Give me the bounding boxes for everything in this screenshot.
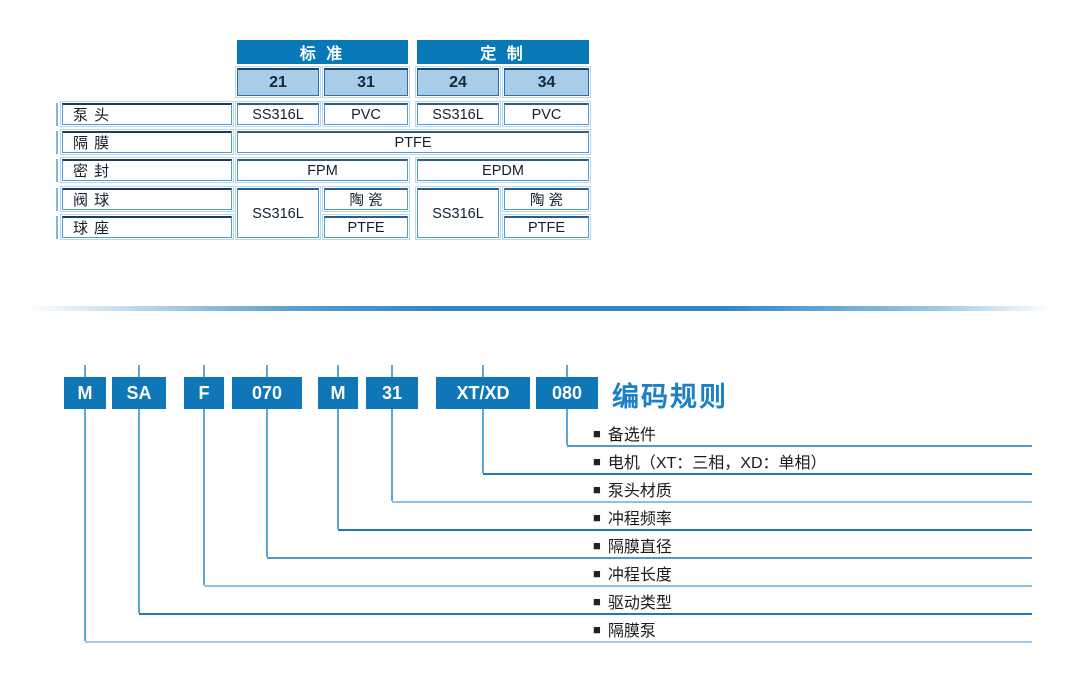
legend-item-options: ■ 备选件 [593, 423, 656, 445]
code-segment-5: M [318, 377, 358, 409]
connector-vline-4 [266, 365, 268, 557]
cell-valve-std-ceramic: 陶 瓷 [321, 185, 411, 213]
connector-hline-8 [85, 641, 1032, 643]
connector-vline-1 [84, 365, 86, 641]
cell-valve-cus-metal: SS316L [414, 185, 502, 241]
legend-label: 电机（XT：三相，XD：单相） [607, 455, 827, 472]
row-label-ball-seat: 球 座 [56, 213, 235, 241]
code-segment-7: XT/XD [436, 377, 530, 409]
code-segment-6: 31 [366, 377, 418, 409]
legend-item-diaphragm-pump: ■ 隔膜泵 [593, 619, 656, 641]
code-segment-8: 080 [536, 377, 598, 409]
legend-item-diaphragm-diameter: ■ 隔膜直径 [593, 535, 672, 557]
row-label-seal: 密 封 [56, 156, 235, 184]
square-bullet-icon: ■ [593, 537, 601, 553]
legend-label: 泵头材质 [607, 483, 672, 500]
cell-valve-std-metal: SS316L [234, 185, 322, 241]
code-segment-3: F [184, 377, 224, 409]
table-code-34: 34 [501, 65, 592, 99]
section-divider [28, 306, 1051, 311]
legend-item-pump-head-material: ■ 泵头材质 [593, 479, 672, 501]
legend-label: 冲程频率 [607, 511, 672, 528]
code-segment-4: 070 [232, 377, 302, 409]
square-bullet-icon: ■ [593, 425, 601, 441]
square-bullet-icon: ■ [593, 565, 601, 581]
row-label-diaphragm: 隔 膜 [56, 128, 235, 156]
cell-seat-std-ptfe: PTFE [321, 213, 411, 241]
legend-item-stroke-length: ■ 冲程长度 [593, 563, 672, 585]
coding-rule-title: 编码规则 [612, 382, 728, 412]
connector-vline-2 [138, 365, 140, 613]
code-segment-1: M [64, 377, 106, 409]
code-segment-2: SA [112, 377, 166, 409]
row-label-pump-head: 泵 头 [56, 100, 235, 128]
table-header-standard: 标 准 [237, 40, 408, 64]
legend-item-stroke-frequency: ■ 冲程频率 [593, 507, 672, 529]
connector-hline-7 [139, 613, 1032, 615]
cell-pump-head-24: SS316L [414, 100, 502, 128]
legend-label: 隔膜泵 [607, 623, 656, 640]
legend-item-motor: ■ 电机（XT：三相，XD：单相） [593, 451, 827, 473]
connector-vline-5 [337, 365, 339, 529]
connector-vline-7 [482, 365, 484, 473]
connector-hline-6 [204, 585, 1032, 587]
legend-item-drive-type: ■ 驱动类型 [593, 591, 672, 613]
square-bullet-icon: ■ [593, 481, 601, 497]
connector-hline-3 [392, 501, 1032, 503]
legend-label: 隔膜直径 [607, 539, 672, 556]
square-bullet-icon: ■ [593, 453, 601, 469]
table-code-24: 24 [414, 65, 502, 99]
connector-hline-4 [338, 529, 1032, 531]
cell-pump-head-31: PVC [321, 100, 411, 128]
row-label-valve-ball: 阀 球 [56, 185, 235, 213]
cell-diaphragm-all: PTFE [234, 128, 592, 156]
cell-seal-custom: EPDM [414, 156, 592, 184]
cell-pump-head-21: SS316L [234, 100, 322, 128]
square-bullet-icon: ■ [593, 509, 601, 525]
square-bullet-icon: ■ [593, 593, 601, 609]
cell-pump-head-34: PVC [501, 100, 592, 128]
connector-hline-2 [483, 473, 1032, 475]
connector-hline-1 [567, 445, 1032, 447]
legend-label: 驱动类型 [607, 595, 672, 612]
connector-vline-3 [203, 365, 205, 585]
legend-label: 备选件 [607, 427, 656, 444]
table-code-21: 21 [234, 65, 322, 99]
connector-hline-5 [267, 557, 1032, 559]
cell-seal-standard: FPM [234, 156, 411, 184]
legend-label: 冲程长度 [607, 567, 672, 584]
cell-seat-cus-ptfe: PTFE [501, 213, 592, 241]
square-bullet-icon: ■ [593, 621, 601, 637]
connector-vline-6 [391, 365, 393, 501]
table-code-31: 31 [321, 65, 411, 99]
cell-valve-cus-ceramic: 陶 瓷 [501, 185, 592, 213]
table-header-custom: 定 制 [417, 40, 589, 64]
